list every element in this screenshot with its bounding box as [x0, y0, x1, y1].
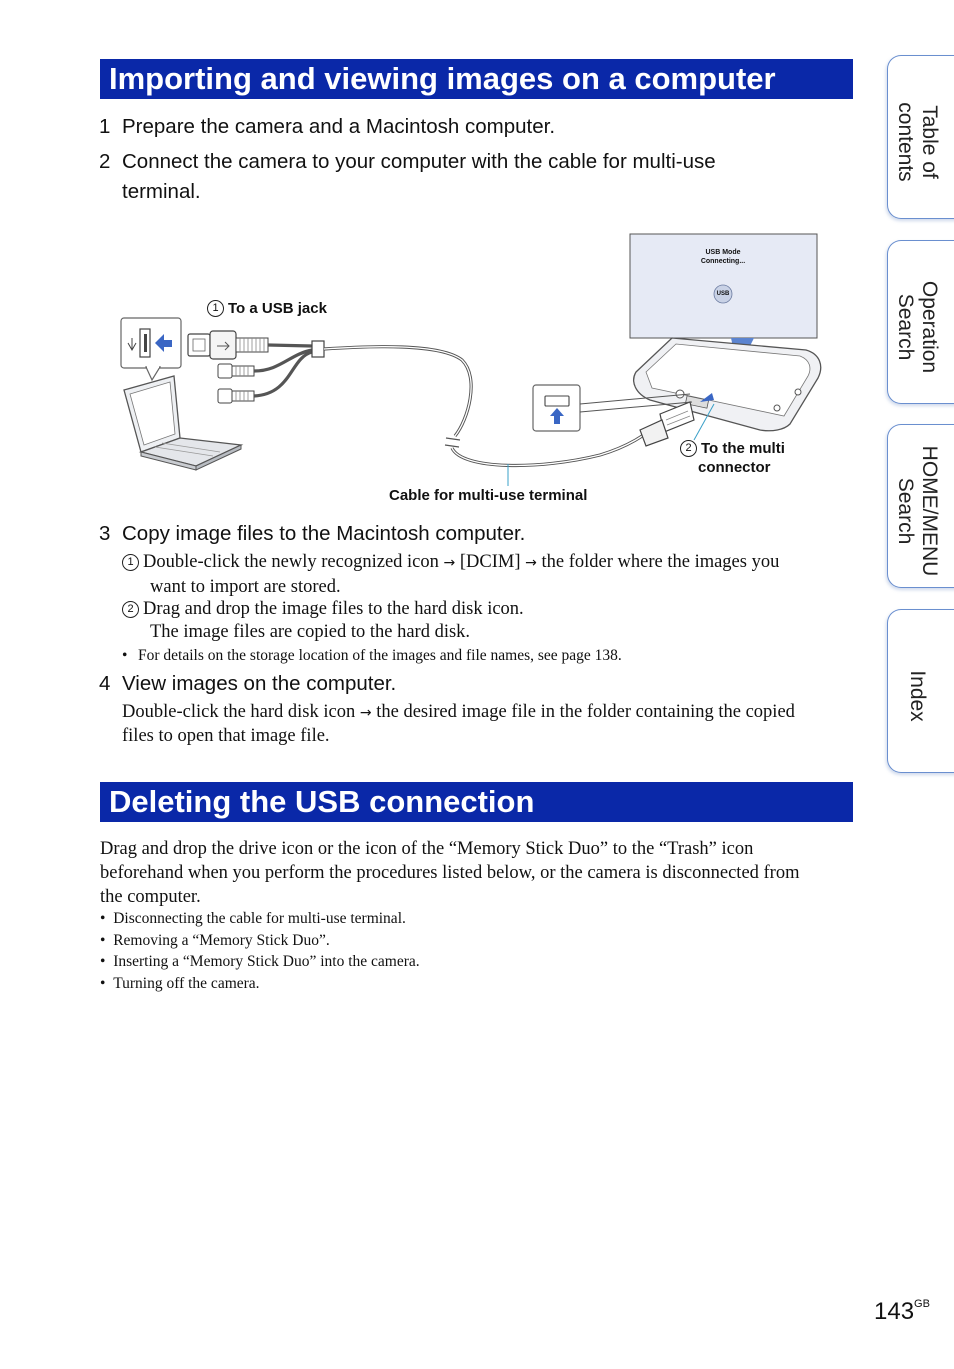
- callout-number: 2: [680, 440, 697, 457]
- deleting-paragraph-line-3: the computer.: [100, 887, 201, 907]
- multi-connector-text-1: To the multi: [701, 440, 785, 457]
- av-plug-icon: [217, 363, 255, 404]
- screen-text-usb-mode: USB Mode: [705, 249, 741, 256]
- step-3: 3 Copy image files to the Macintosh comp…: [99, 519, 799, 549]
- step-number: 3: [99, 522, 111, 545]
- camera-icon: [633, 337, 822, 432]
- step-4-desc-line-2: files to open that image file.: [122, 726, 330, 746]
- step-number: 2: [99, 150, 111, 173]
- laptop-icon: [123, 375, 244, 471]
- cable-break-icon: [444, 437, 461, 448]
- page-number-suffix: GB: [914, 1298, 930, 1310]
- deleting-paragraph-line-1: Drag and drop the drive icon or the icon…: [100, 839, 754, 859]
- step-text: Prepare the camera and a Macintosh compu…: [122, 115, 556, 138]
- usb-jack-text: To a USB jack: [228, 300, 327, 317]
- step-text: View images on the computer.: [122, 672, 397, 695]
- list-item: • Disconnecting the cable for multi-use …: [100, 910, 406, 927]
- step-3-note: For details on the storage location of t…: [138, 647, 622, 664]
- tab-index[interactable]: Index: [887, 609, 954, 773]
- step-number: 1: [99, 115, 111, 138]
- arrow-right-icon: →: [443, 555, 456, 571]
- step-3-note-bullet: •: [122, 647, 128, 664]
- section-heading-importing: Importing and viewing images on a comput…: [100, 59, 853, 99]
- step-4-desc-line-1: Double-click the hard disk icon → the de…: [122, 702, 795, 722]
- callout-number: 1: [207, 300, 224, 317]
- step-3-sub-1-line-2: want to import are stored.: [150, 577, 341, 597]
- usb-plug-icon: [187, 330, 269, 360]
- section-heading-deleting-usb: Deleting the USB connection: [100, 782, 853, 822]
- step-3-sub-2-line-2: The image files are copied to the hard d…: [150, 622, 471, 642]
- screen-text-connecting: Connecting...: [700, 258, 746, 265]
- usb-screen-icon: USB: [716, 291, 730, 297]
- arrow-right-icon: →: [359, 705, 372, 721]
- list-item: • Removing a “Memory Stick Duo”.: [100, 932, 330, 949]
- cable-inner-icon: [323, 346, 653, 467]
- sub-step-number: 2: [122, 601, 139, 618]
- step-number: 4: [99, 672, 111, 695]
- list-item: • Turning off the camera.: [100, 975, 260, 992]
- step-4: 4 View images on the computer.: [99, 669, 799, 699]
- list-item: • Inserting a “Memory Stick Duo” into th…: [100, 953, 420, 970]
- step-2: 2 Connect the camera to your computer wi…: [99, 147, 799, 207]
- connector-callout-icon: [532, 384, 693, 432]
- page-number: 143GB: [874, 1298, 930, 1325]
- cable-label: Cable for multi-use terminal: [389, 487, 588, 504]
- sub-step-number: 1: [122, 554, 139, 571]
- usb-port-callout-icon: [120, 317, 182, 382]
- step-text: Connect the camera to your computer with…: [122, 150, 716, 203]
- multi-connector-text-2: connector: [698, 459, 771, 476]
- arrow-right-icon: →: [525, 555, 537, 571]
- connector-pointer-line: [693, 403, 715, 441]
- cable-icon: [253, 340, 654, 468]
- step-text: Copy image files to the Macintosh comput…: [122, 522, 526, 545]
- step-1: 1 Prepare the camera and a Macintosh com…: [99, 112, 799, 142]
- deleting-paragraph-line-2: beforehand when you perform the procedur…: [100, 863, 800, 883]
